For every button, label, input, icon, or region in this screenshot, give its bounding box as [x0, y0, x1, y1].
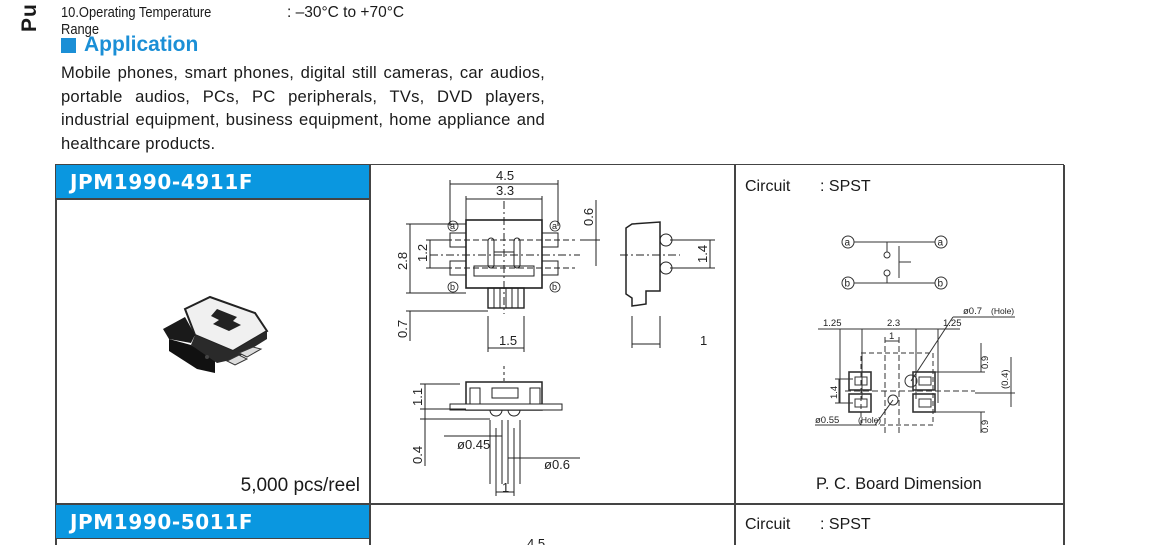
product-photo — [163, 295, 269, 373]
dim-post-dia-small: ø0.45 — [457, 437, 490, 452]
pcb-pad-top: 0.9 — [980, 356, 991, 369]
circuit-terminal-b: b — [938, 279, 944, 290]
dim-stem-height: 0.7 — [395, 320, 410, 338]
circuit-label: Circuit — [745, 178, 791, 195]
dim-overall-width: 4.5 — [496, 168, 514, 183]
pcb-dimension-drawing: 1.25 2.3 1.25 1 ø0.7 (Hole) ø0.55 (Hole)… — [815, 306, 1015, 433]
pcb-dim-left: 1.25 — [823, 318, 842, 329]
pcb-caption: P. C. Board Dimension — [816, 475, 982, 493]
pcb-hole-large-note: (Hole) — [991, 306, 1014, 316]
dim-post-dia-large: ø0.6 — [544, 457, 570, 472]
circuit-diagram: a a b b — [841, 235, 948, 290]
pcb-hole-small-note: (Hole) — [858, 415, 881, 425]
table-divider-1 — [369, 165, 371, 545]
side-tab-label: Pu — [18, 3, 41, 32]
pcb-hole-pitch-x: 1 — [889, 331, 894, 342]
model-header: JPM1990-5011F — [56, 505, 369, 538]
square-bullet-icon — [61, 37, 76, 53]
circuit-type: Circuit : SPST — [745, 178, 871, 196]
table-border-left — [55, 165, 57, 545]
packaging-quantity: 5,000 pcs/reel — [240, 475, 360, 496]
application-heading: Application — [61, 33, 198, 57]
pcb-pitch-y: 1.4 — [829, 386, 840, 399]
pcb-offset: (0.4) — [1000, 369, 1011, 389]
circuit-terminal-a: a — [845, 238, 851, 249]
dim-post-pitch: 1 — [502, 480, 509, 495]
spec-operating-temperature: 10.Operating Temperature Range : –30°C t… — [61, 4, 404, 38]
terminal-a-label: a — [450, 221, 455, 231]
circuit-terminal-b: b — [845, 279, 851, 290]
terminal-b-label: b — [552, 282, 557, 292]
pcb-dim-right: 1.25 — [943, 318, 962, 329]
circuit-value: : SPST — [820, 516, 871, 533]
dim-stem-width: 1.5 — [499, 333, 517, 348]
dim-front-height: 1.1 — [410, 388, 425, 406]
terminal-b-label: b — [450, 282, 455, 292]
spec-label: 10.Operating Temperature Range — [61, 4, 212, 38]
circuit-label: Circuit — [745, 516, 791, 533]
table-divider-2 — [734, 165, 736, 545]
dim-height: 2.8 — [395, 252, 410, 270]
pcb-hole-small: ø0.55 — [815, 415, 839, 426]
dim-side-depth: 1 — [700, 333, 707, 348]
model-bar-underline — [55, 198, 370, 200]
circuit-terminal-a: a — [938, 238, 944, 249]
model-header: JPM1990-4911F — [56, 165, 369, 198]
application-title: Application — [84, 33, 199, 56]
row-divider — [55, 503, 1064, 505]
pcb-dim-center: 2.3 — [887, 318, 900, 329]
spec-value: : –30°C to +70°C — [287, 4, 405, 21]
section-side-tab: Pu — [18, 0, 48, 38]
circuit-value: : SPST — [820, 178, 871, 195]
circuit-type: Circuit : SPST — [745, 516, 871, 534]
table-border-right — [1063, 165, 1065, 545]
dim-overall-width-partial: 4.5 — [527, 537, 546, 545]
dim-terminal-pitch: 1.2 — [415, 244, 430, 262]
dimension-drawing: 4.5 3.3 1.5 1 ø0.45 ø0.6 1 2.8 1.2 0.6 0… — [395, 168, 715, 496]
dim-offset: 0.6 — [581, 208, 596, 226]
pcb-pad-bottom: 0.9 — [980, 420, 991, 433]
dim-inner-width: 3.3 — [496, 183, 514, 198]
dim-side-post-pitch: 1.4 — [695, 245, 710, 263]
application-body: Mobile phones, smart phones, digital sti… — [61, 63, 545, 153]
terminal-a-label: a — [552, 221, 557, 231]
dim-front-post-height: 0.4 — [410, 446, 425, 464]
pcb-hole-large: ø0.7 — [963, 306, 982, 317]
product-table: JPM1990-4911F 5,000 pcs/reel — [55, 164, 1065, 545]
